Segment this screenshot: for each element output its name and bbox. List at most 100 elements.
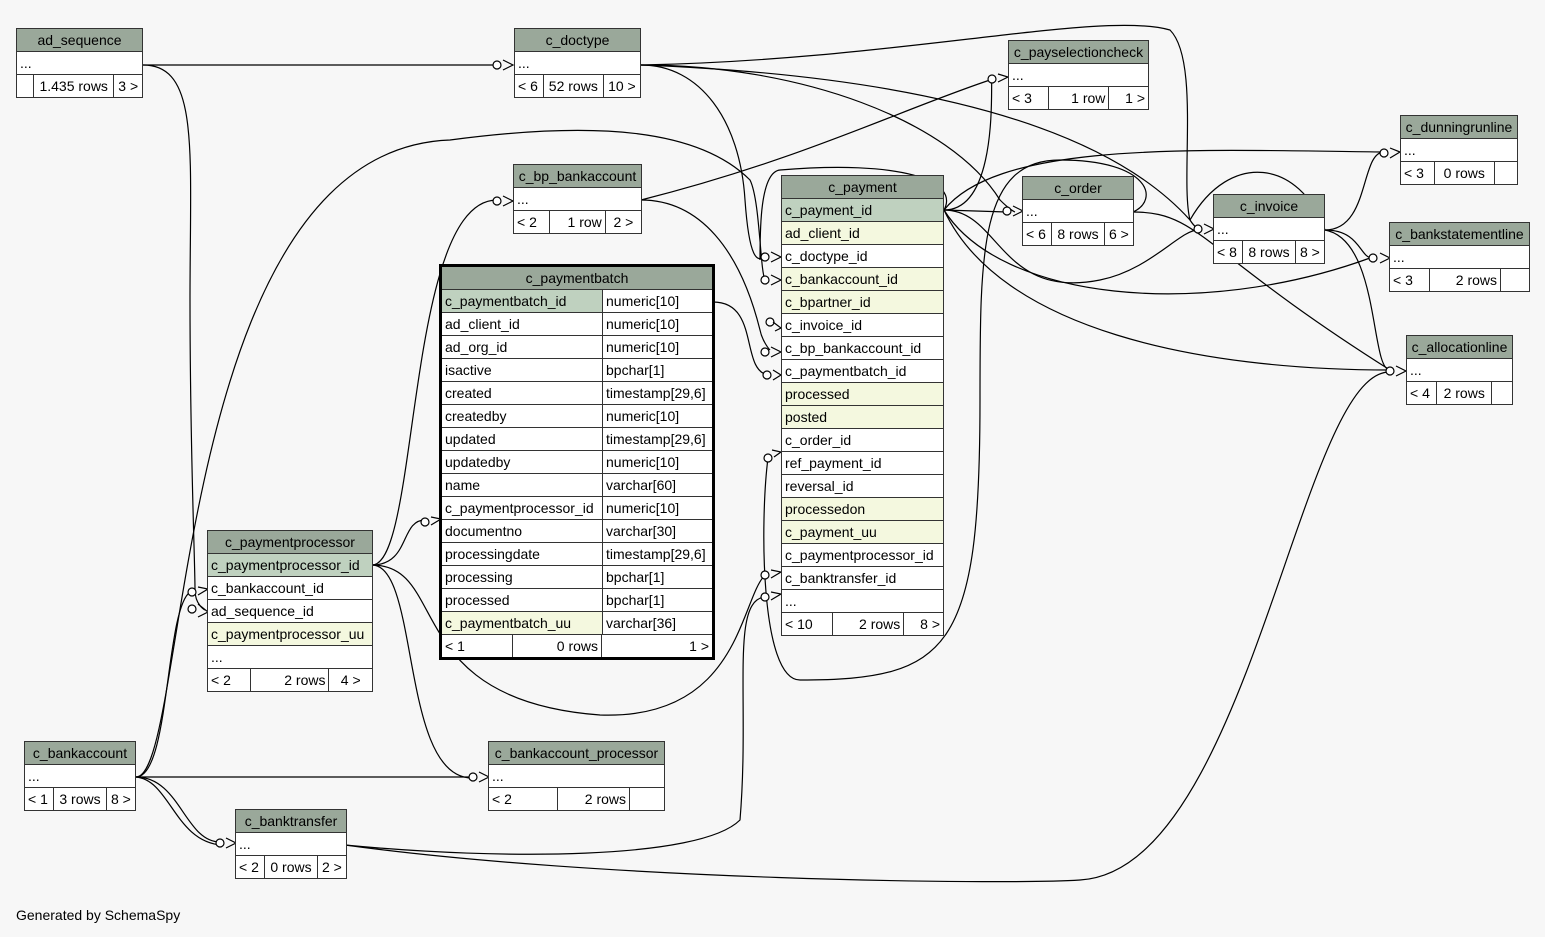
children-count[interactable] bbox=[1500, 268, 1530, 292]
column-row[interactable]: posted bbox=[781, 405, 944, 429]
column-row[interactable]: ad_sequence_id bbox=[207, 599, 373, 623]
column-name[interactable]: processing bbox=[440, 565, 603, 589]
children-count[interactable]: 3 > bbox=[113, 74, 143, 98]
table-c-dunningrunline[interactable]: c_dunningrunline ... < 3 0 rows bbox=[1400, 115, 1518, 185]
table-name[interactable]: c_allocationline bbox=[1406, 335, 1513, 359]
column-row[interactable]: c_paymentbatch_id bbox=[781, 359, 944, 383]
column-row[interactable]: processedon bbox=[781, 497, 944, 521]
column-row[interactable]: c_invoice_id bbox=[781, 313, 944, 337]
children-count[interactable]: 1 > bbox=[1108, 86, 1149, 110]
column-row[interactable]: c_bankaccount_id bbox=[207, 576, 373, 600]
column-name[interactable]: documentno bbox=[440, 519, 603, 543]
column-name[interactable]: ad_org_id bbox=[440, 335, 603, 359]
column-row[interactable]: c_bpartner_id bbox=[781, 290, 944, 314]
column-name[interactable]: isactive bbox=[440, 358, 603, 382]
column-name[interactable]: c_paymentbatch_uu bbox=[440, 611, 603, 635]
parents-count[interactable]: < 1 bbox=[442, 635, 513, 657]
column-name[interactable]: c_paymentbatch_id bbox=[440, 289, 603, 313]
parents-count[interactable]: < 2 bbox=[512, 210, 551, 234]
column-name[interactable]: ad_sequence_id bbox=[207, 599, 373, 623]
table-name[interactable]: c_order bbox=[1022, 176, 1134, 200]
column-row[interactable]: c_doctype_id bbox=[781, 244, 944, 268]
column-name[interactable]: ... bbox=[781, 589, 944, 613]
children-count[interactable]: 10 > bbox=[602, 74, 642, 98]
parents-count[interactable]: < 8 bbox=[1212, 240, 1244, 264]
column-name[interactable]: c_paymentbatch_id bbox=[781, 359, 944, 383]
parents-count[interactable] bbox=[16, 74, 34, 98]
table-name[interactable]: c_payment bbox=[781, 175, 944, 199]
table-c-bp-bankaccount[interactable]: c_bp_bankaccount ... < 2 1 row 2 > bbox=[512, 164, 643, 234]
column-name[interactable]: createdby bbox=[440, 404, 603, 428]
table-c-bankaccount[interactable]: c_bankaccount ... < 1 3 rows 8 > bbox=[23, 741, 137, 811]
children-count[interactable] bbox=[1494, 161, 1518, 185]
table-c-invoice[interactable]: c_invoice ... < 8 8 rows 8 > bbox=[1212, 194, 1326, 264]
column-name[interactable]: c_paymentprocessor_uu bbox=[207, 622, 373, 646]
column-name[interactable]: c_payment_id bbox=[781, 198, 944, 222]
column-name[interactable]: ad_client_id bbox=[440, 312, 603, 336]
parents-count[interactable]: < 6 bbox=[514, 74, 544, 98]
column-name[interactable]: created bbox=[440, 381, 603, 405]
column-row[interactable]: c_payment_uu bbox=[781, 520, 944, 544]
column-row[interactable]: c_paymentprocessor_id bbox=[781, 543, 944, 567]
table-name[interactable]: c_banktransfer bbox=[235, 809, 347, 833]
table-c-banktransfer[interactable]: c_banktransfer ... < 2 0 rows 2 > bbox=[234, 809, 348, 879]
children-count[interactable]: 2 > bbox=[604, 210, 643, 234]
column-row[interactable]: ref_payment_id bbox=[781, 451, 944, 475]
column-row[interactable]: ... bbox=[207, 645, 373, 669]
table-name[interactable]: c_bankaccount bbox=[24, 741, 136, 765]
table-c-paymentprocessor[interactable]: c_paymentprocessor c_paymentprocessor_id… bbox=[206, 530, 373, 692]
parents-count[interactable]: < 2 bbox=[206, 668, 252, 692]
parents-count[interactable]: < 4 bbox=[1405, 381, 1438, 405]
column-name[interactable]: c_bankaccount_id bbox=[781, 267, 944, 291]
parents-count[interactable]: < 1 bbox=[23, 787, 55, 811]
column-row[interactable]: ad_client_id bbox=[781, 221, 944, 245]
column-row[interactable]: c_bp_bankaccount_id bbox=[781, 336, 944, 360]
table-name[interactable]: c_payselectioncheck bbox=[1008, 40, 1149, 64]
table-c-bankstatementline[interactable]: c_bankstatementline ... < 3 2 rows bbox=[1389, 222, 1530, 292]
column-name[interactable]: c_bpartner_id bbox=[781, 290, 944, 314]
parents-count[interactable]: < 6 bbox=[1021, 222, 1053, 246]
table-name[interactable]: c_bp_bankaccount bbox=[513, 164, 642, 188]
children-count[interactable]: 2 > bbox=[316, 855, 348, 879]
column-name[interactable]: c_paymentprocessor_id bbox=[781, 543, 944, 567]
table-name[interactable]: c_dunningrunline bbox=[1400, 115, 1518, 139]
table-name[interactable]: c_bankaccount_processor bbox=[488, 741, 665, 765]
children-count[interactable]: 6 > bbox=[1103, 222, 1135, 246]
column-row[interactable]: c_order_id bbox=[781, 428, 944, 452]
column-row[interactable]: c_bankaccount_id bbox=[781, 267, 944, 291]
column-row[interactable]: reversal_id bbox=[781, 474, 944, 498]
parents-count[interactable]: < 3 bbox=[1008, 86, 1049, 110]
column-name[interactable]: c_paymentprocessor_id bbox=[207, 553, 373, 577]
column-name[interactable]: c_invoice_id bbox=[781, 313, 944, 337]
column-name[interactable]: c_bankaccount_id bbox=[207, 576, 373, 600]
children-count[interactable]: 8 > bbox=[1294, 240, 1326, 264]
column-name[interactable]: ad_client_id bbox=[781, 221, 944, 245]
column-name[interactable]: processingdate bbox=[440, 542, 603, 566]
column-name[interactable]: processedon bbox=[781, 497, 944, 521]
children-count[interactable]: 8 > bbox=[903, 612, 944, 636]
table-name[interactable]: c_doctype bbox=[514, 28, 641, 52]
table-c-order[interactable]: c_order ... < 6 8 rows 6 > bbox=[1021, 176, 1135, 246]
column-name[interactable]: c_payment_uu bbox=[781, 520, 944, 544]
column-name[interactable]: posted bbox=[781, 405, 944, 429]
column-name[interactable]: c_order_id bbox=[781, 428, 944, 452]
parents-count[interactable]: < 2 bbox=[488, 787, 558, 811]
column-name[interactable]: ... bbox=[207, 645, 373, 669]
table-name[interactable]: c_paymentbatch bbox=[440, 265, 714, 290]
table-c-payselectioncheck[interactable]: c_payselectioncheck ... < 3 1 row 1 > bbox=[1008, 40, 1149, 110]
column-row[interactable]: c_payment_id bbox=[781, 198, 944, 222]
column-name[interactable]: reversal_id bbox=[781, 474, 944, 498]
